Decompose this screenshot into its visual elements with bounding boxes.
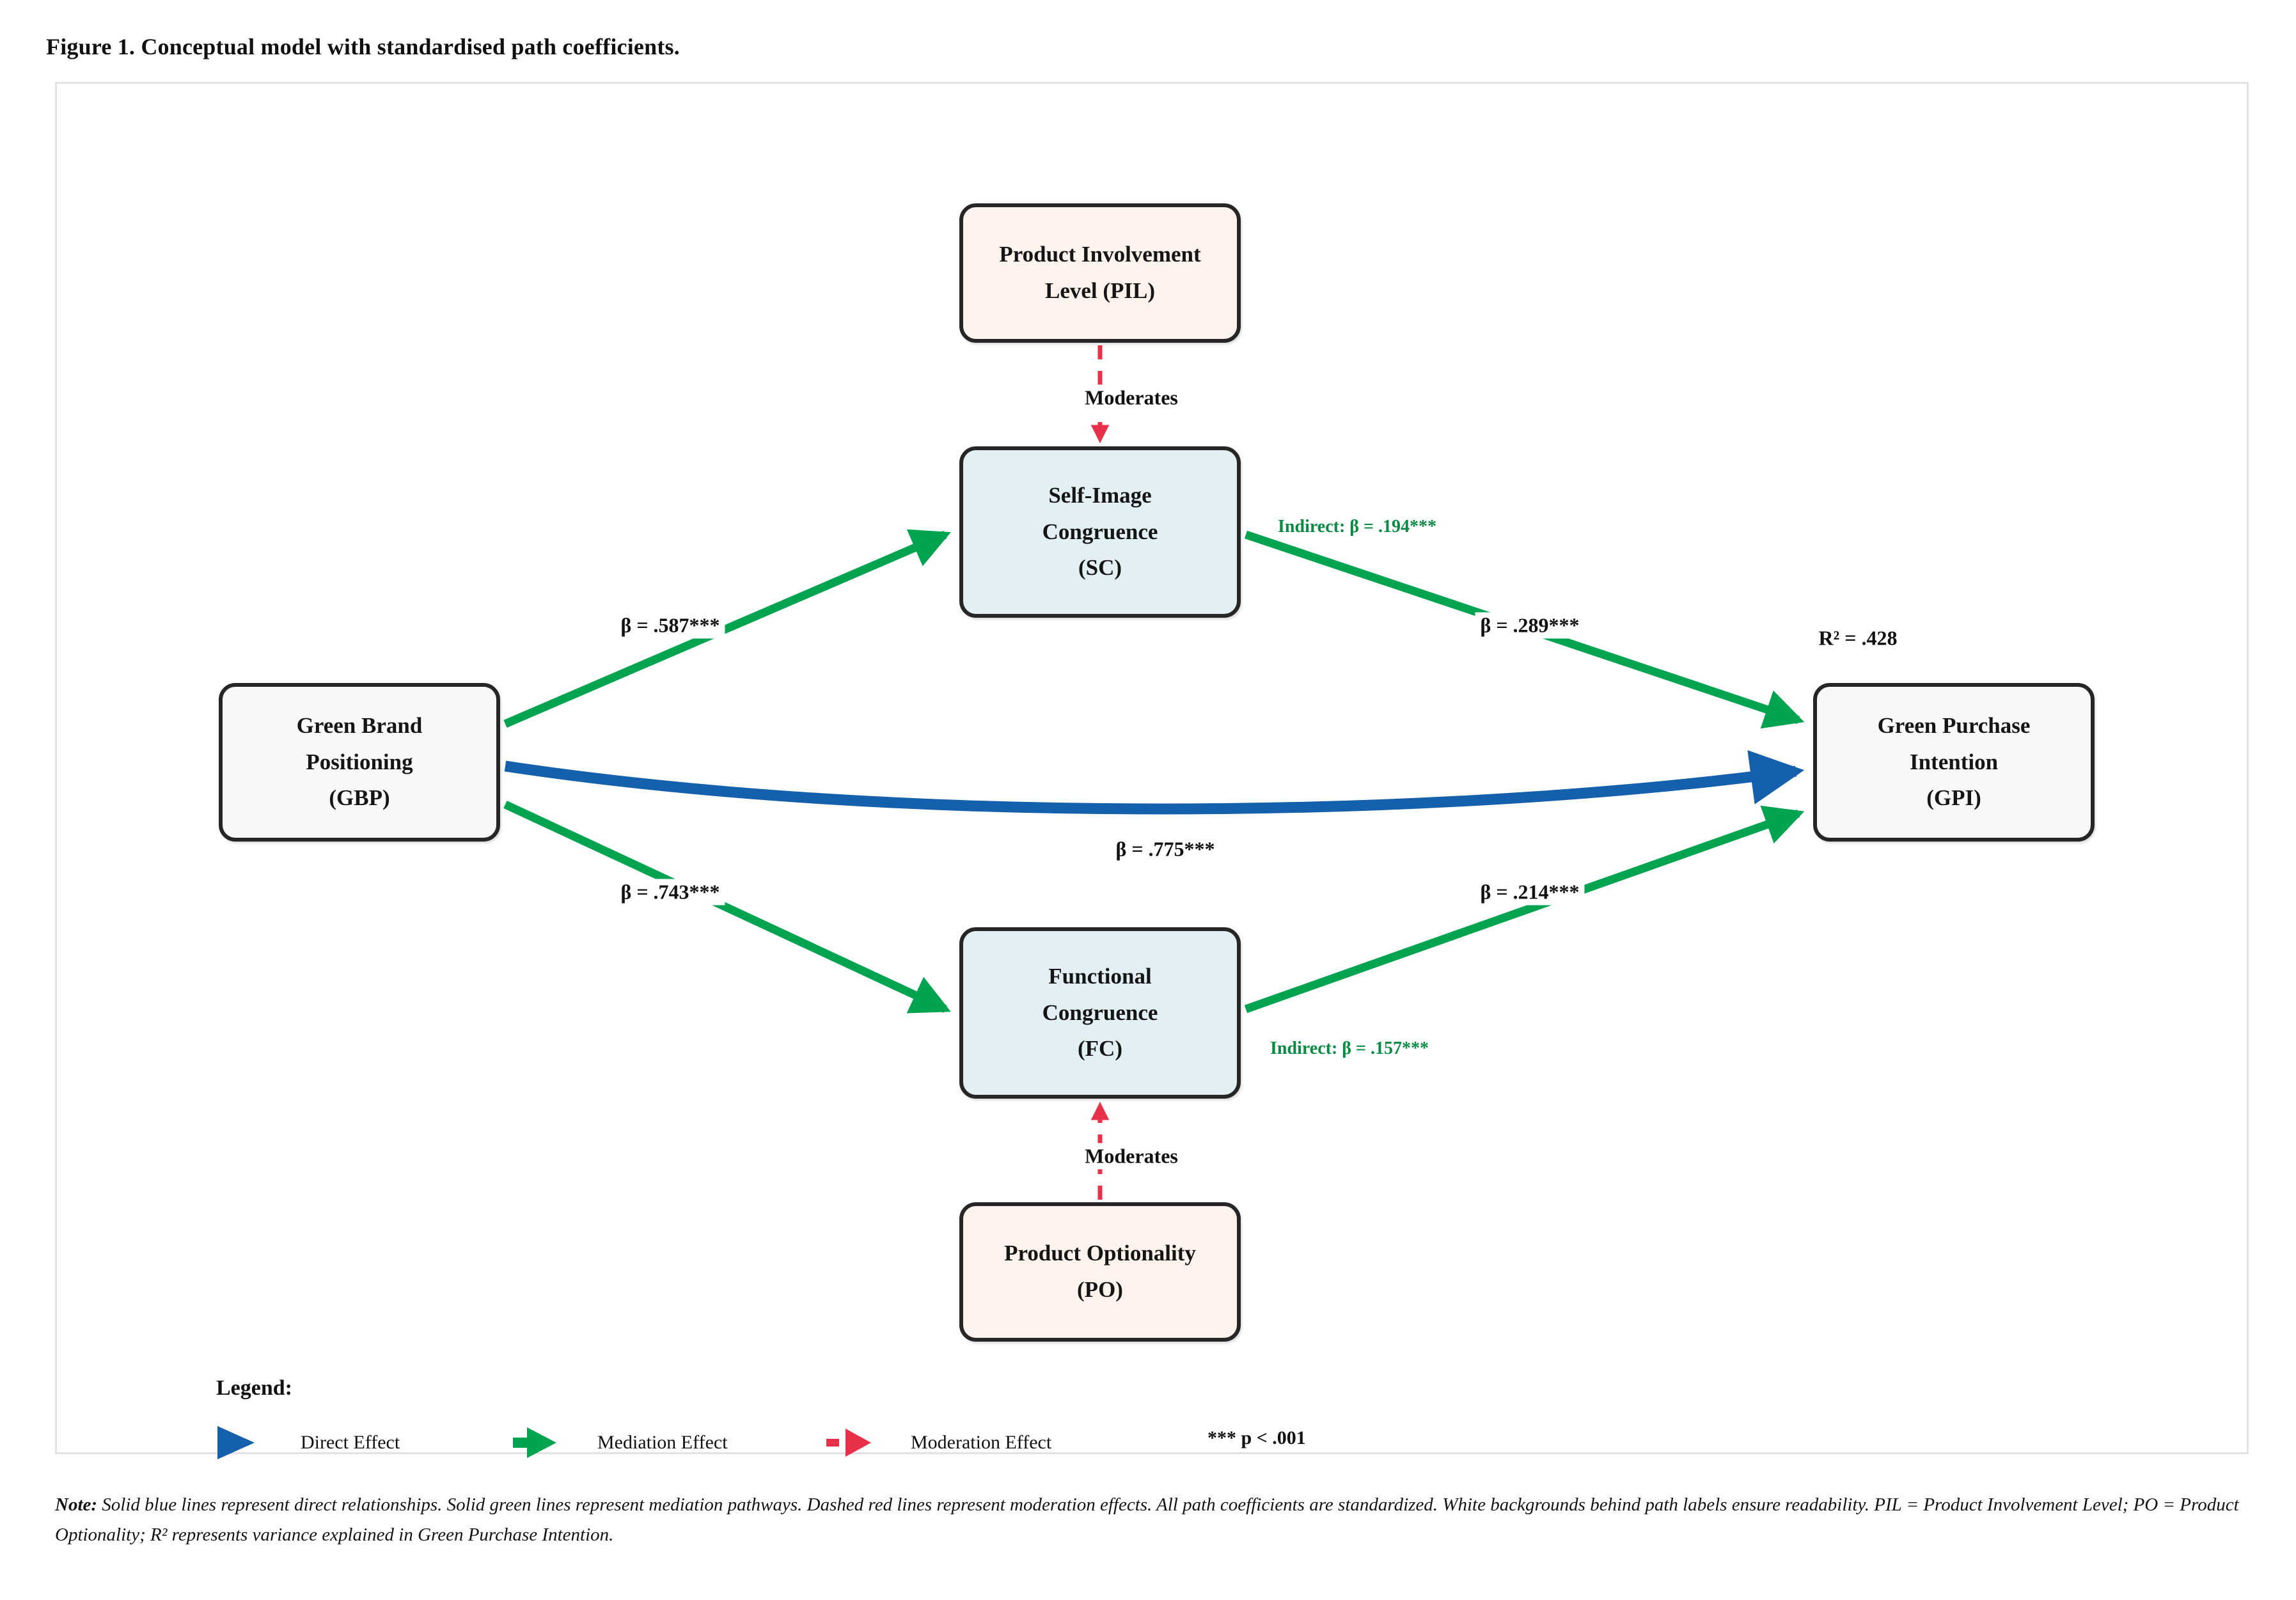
node-gbp-line-1: Green Brand — [296, 712, 423, 738]
node-functional-congruence[interactable]: Functional Congruence (FC) — [959, 927, 1241, 1099]
legend-label-significance: *** p < .001 — [1207, 1427, 1306, 1448]
node-gpi-line-1: Green Purchase — [1877, 712, 2031, 738]
node-fc-line-2: Congruence — [1042, 1000, 1158, 1025]
node-sc-line-2: Congruence — [1042, 519, 1158, 544]
node-green-purchase-intention[interactable]: Green Purchase Intention (GPI) — [1813, 683, 2095, 842]
figure-note-text: Solid blue lines represent direct relati… — [55, 1494, 2239, 1545]
node-po-line-1: Product Optionality — [1004, 1241, 1196, 1266]
red-dashed-arrow-icon — [826, 1429, 871, 1457]
blue-solid-arrow-icon — [217, 1426, 255, 1459]
green-solid-arrow-icon — [513, 1427, 556, 1458]
legend-item-mediation-effect: Mediation Effect — [512, 1425, 728, 1461]
legend-title: Legend: — [216, 1376, 292, 1400]
legend-label-direct-effect: Direct Effect — [301, 1432, 400, 1453]
path-label-fc-to-gpi: β = .214*** — [1475, 879, 1585, 906]
path-label-moderates-po: Moderates — [1080, 1143, 1183, 1170]
figure-note: Note: Solid blue lines represent direct … — [55, 1490, 2261, 1550]
path-label-moderates-pil: Moderates — [1080, 384, 1183, 411]
node-pil-line-2: Level (PIL) — [1044, 278, 1156, 303]
legend-item-moderation-effect: Moderation Effect — [825, 1425, 1051, 1461]
legend-significance-note: *** p < .001 — [1207, 1427, 1306, 1449]
path-label-direct-effect: β = .775*** — [1110, 836, 1220, 863]
path-label-indirect-sc: Indirect: β = .194*** — [1273, 515, 1442, 538]
figure-title: Figure 1. Conceptual model with standard… — [46, 34, 680, 59]
path-label-sc-to-gpi: β = .289*** — [1475, 612, 1585, 639]
node-gbp-line-2: Positioning — [306, 749, 413, 774]
path-label-indirect-fc: Indirect: β = .157*** — [1265, 1037, 1434, 1060]
node-fc-line-1: Functional — [1048, 963, 1152, 989]
node-gpi-line-3: (GPI) — [1926, 785, 1981, 811]
legend-label-mediation-effect: Mediation Effect — [597, 1432, 728, 1453]
node-pil-line-1: Product Involvement — [999, 242, 1201, 267]
node-self-image-congruence[interactable]: Self-Image Congruence (SC) — [959, 446, 1241, 618]
node-sc-line-3: (SC) — [1078, 555, 1122, 581]
node-product-involvement-level[interactable]: Product Involvement Level (PIL) — [959, 203, 1241, 343]
path-label-gbp-to-sc: β = .587*** — [615, 612, 725, 639]
path-label-gbp-to-fc: β = .743*** — [615, 879, 725, 906]
node-gbp-line-3: (GBP) — [329, 785, 390, 811]
r-squared-label: R² = .428 — [1818, 626, 1898, 650]
node-po-line-2: (PO) — [1077, 1277, 1123, 1302]
legend-item-direct-effect: Direct Effect — [215, 1425, 400, 1461]
node-green-brand-positioning[interactable]: Green Brand Positioning (GBP) — [219, 683, 500, 842]
node-fc-line-3: (FC) — [1078, 1036, 1122, 1062]
figure-note-label: Note: — [55, 1494, 98, 1515]
node-gpi-line-2: Intention — [1909, 749, 1999, 774]
node-product-optionality[interactable]: Product Optionality (PO) — [959, 1202, 1241, 1342]
legend-label-moderation-effect: Moderation Effect — [911, 1432, 1052, 1453]
node-sc-line-1: Self-Image — [1048, 482, 1152, 508]
